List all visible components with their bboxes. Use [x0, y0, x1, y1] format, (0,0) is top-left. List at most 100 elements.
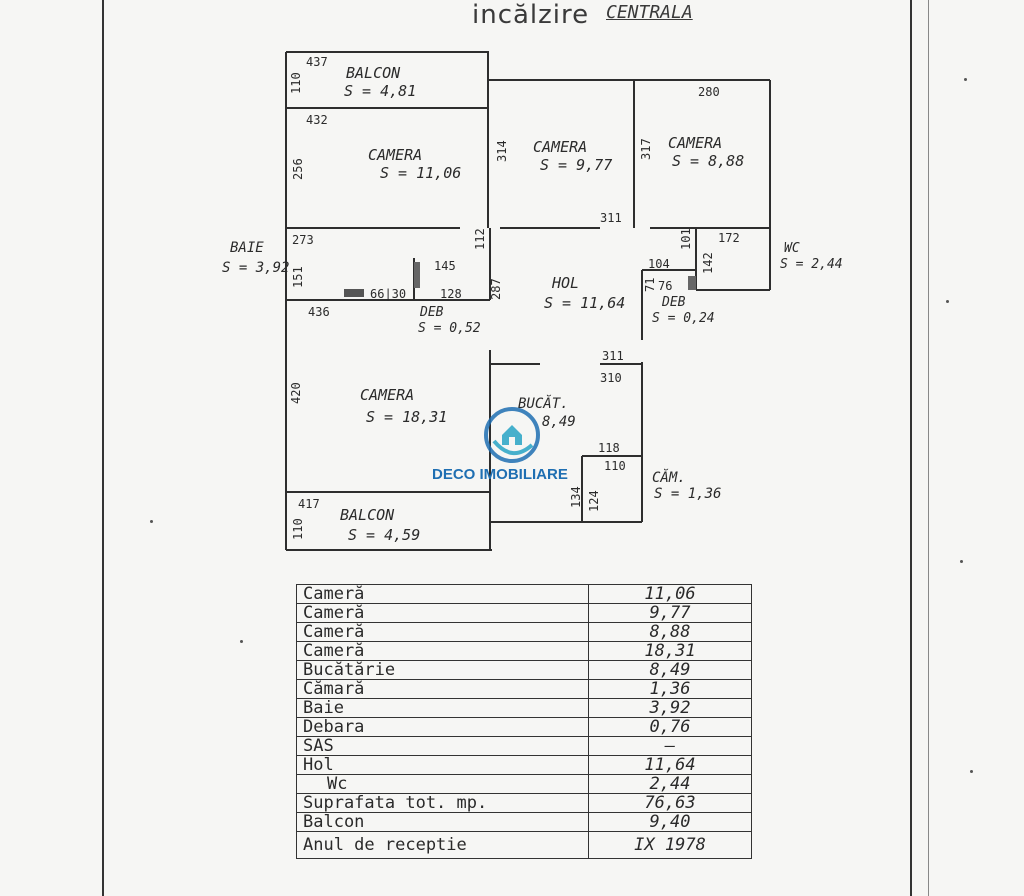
room-bucatarie-area: 8,49	[542, 414, 576, 430]
room-wc-area: S = 2,44	[780, 257, 843, 272]
room-camera-1-name: CAMERA	[368, 146, 422, 164]
dim-label: 273	[292, 233, 314, 247]
row-label: Cameră	[296, 622, 589, 642]
dim-label: 142	[701, 252, 715, 274]
row-label: Suprafata tot. mp.	[296, 793, 589, 813]
dim-label: 280	[698, 85, 720, 99]
dim-label: 420	[289, 382, 303, 404]
row-value: 11,06	[588, 584, 752, 604]
room-hol-name: HOL	[551, 274, 579, 292]
dim-label: 432	[306, 113, 328, 127]
row-label: Cămară	[296, 679, 589, 699]
dim-label: 417	[298, 497, 320, 511]
room-camera-1-area: S = 11,06	[380, 164, 461, 182]
scan-speck	[960, 560, 963, 563]
dim-label: 145	[434, 259, 456, 273]
room-camera-2-area: S = 9,77	[540, 156, 612, 174]
dim-label: 151	[291, 266, 305, 288]
dim-label: 172	[718, 231, 740, 245]
deco-imobiliare-logo	[484, 407, 540, 463]
scan-speck	[240, 640, 243, 643]
room-deb-left-name: DEB	[419, 305, 444, 320]
row-value: 11,64	[588, 755, 752, 775]
room-camara-area: S = 1,36	[654, 486, 721, 502]
row-label: Hol	[296, 755, 589, 775]
dim-label: 287	[489, 278, 503, 300]
dim-label: 110	[291, 518, 305, 540]
room-camera-4-name: CAMERA	[360, 386, 414, 404]
dim-label: 317	[639, 138, 653, 160]
row-value: 9,77	[588, 603, 752, 623]
row-label: SAS	[296, 736, 589, 756]
scan-speck	[964, 78, 967, 81]
row-label: Cameră	[296, 603, 589, 623]
room-deb-left-area: S = 0,52	[418, 321, 481, 336]
row-value: 3,92	[588, 698, 752, 718]
dim-label: 256	[291, 158, 305, 180]
row-label: Bucătărie	[296, 660, 589, 680]
row-value: 9,40	[588, 812, 752, 832]
row-label: Anul de receptie	[296, 831, 589, 859]
room-camera-2-name: CAMERA	[533, 138, 587, 156]
dim-label: 112	[473, 228, 487, 250]
room-camera-4-area: S = 18,31	[366, 408, 447, 426]
dim-label: 124	[587, 490, 601, 512]
dim-label: 311	[600, 211, 622, 225]
row-value: 1,36	[588, 679, 752, 699]
row-value: —	[588, 736, 752, 756]
room-hol-area: S = 11,64	[544, 294, 625, 312]
dim-label: 104	[648, 257, 670, 271]
room-wc-name: WC	[784, 241, 800, 256]
row-value: 0,76	[588, 717, 752, 737]
dim-label: 110	[289, 72, 303, 94]
room-baie-name: BAIE	[230, 240, 264, 256]
row-value: 8,88	[588, 622, 752, 642]
dim-label: 101	[679, 228, 693, 250]
row-value: 18,31	[588, 641, 752, 661]
dim-label: 437	[306, 55, 328, 69]
dim-label: 128	[440, 287, 462, 301]
room-bucatarie-name: BUCĂT.	[518, 394, 569, 412]
dim-label: 134	[569, 486, 583, 508]
room-baie-area: S = 3,92	[222, 260, 289, 276]
room-balcon-bottom-area: S = 4,59	[348, 526, 420, 544]
dim-label: 71	[643, 278, 657, 292]
scan-speck	[150, 520, 153, 523]
row-label: Cameră	[296, 641, 589, 661]
heading-central: CENTRALA	[606, 2, 693, 23]
deco-imobiliare-logo-text: DECO IMOBILIARE	[432, 466, 568, 483]
dim-label: 76	[658, 279, 672, 293]
room-deb-right-name: DEB	[661, 295, 686, 310]
room-camera-3-name: CAMERA	[668, 134, 722, 152]
dim-label: 436	[308, 305, 330, 319]
scan-speck	[970, 770, 973, 773]
row-value: 2,44	[588, 774, 752, 794]
right-edge-line	[928, 0, 929, 896]
row-label: Balcon	[296, 812, 589, 832]
row-label: Cameră	[296, 584, 589, 604]
table-row: SAS—	[296, 736, 752, 756]
dim-label: 314	[495, 140, 509, 162]
room-deb-right-area: S = 0,24	[652, 311, 715, 326]
room-balcon-top-name: BALCON	[346, 64, 401, 82]
dim-label: 110	[604, 459, 626, 473]
room-camera-3-area: S = 8,88	[672, 152, 744, 170]
row-label: Wc	[296, 774, 589, 794]
row-label: Debara	[296, 717, 589, 737]
room-camara-name: CĂM.	[652, 468, 686, 486]
room-balcon-top-area: S = 4,81	[344, 82, 416, 100]
heading-heating: incălzire	[472, 0, 590, 30]
